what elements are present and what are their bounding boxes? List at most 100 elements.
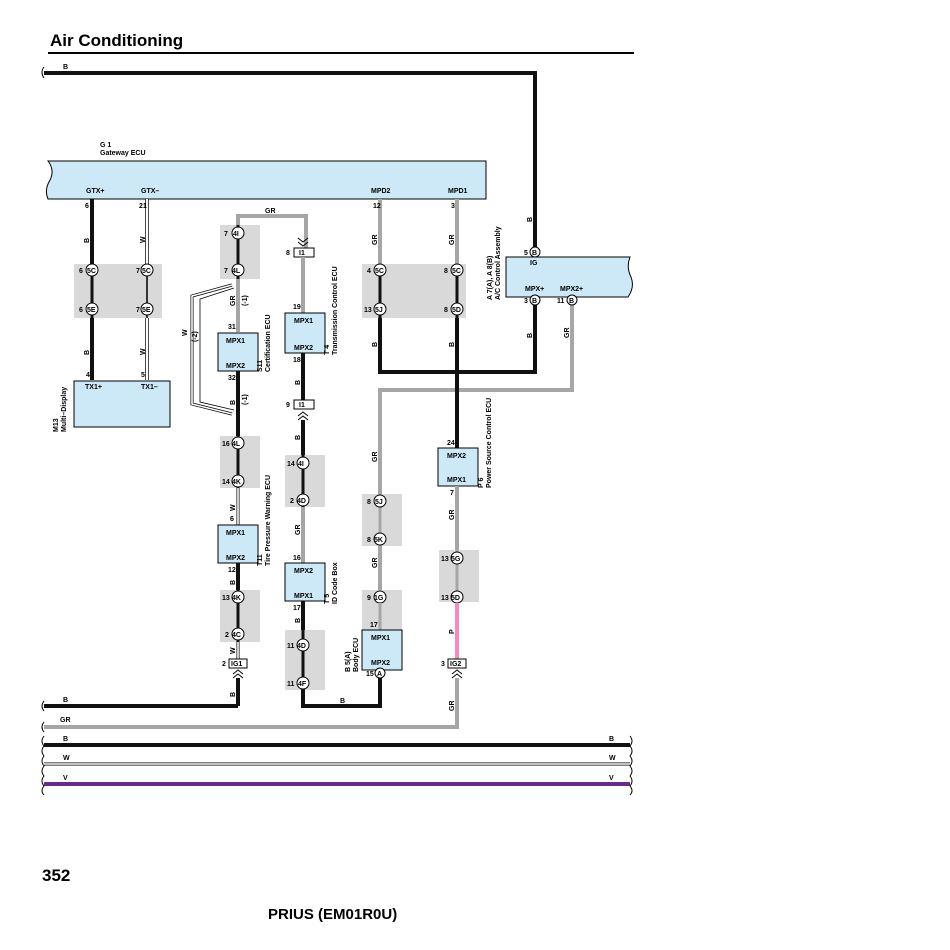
- svg-text:8: 8: [444, 268, 448, 275]
- ac-pin-ig: IG: [530, 260, 538, 267]
- svg-text:2: 2: [225, 632, 229, 639]
- ac-pin-mpx-plus: MPX+: [525, 286, 544, 293]
- transmission-ecu-code: T 4: [324, 345, 331, 355]
- gateway-ecu-box: [45, 160, 487, 200]
- t4-pin-mpx2: MPX2: [294, 345, 313, 352]
- id-code-box: [284, 562, 326, 602]
- svg-text:B: B: [84, 238, 91, 243]
- svg-text:IG1: IG1: [231, 661, 242, 668]
- svg-text:I1: I1: [299, 402, 305, 409]
- svg-text:IG2: IG2: [450, 661, 461, 668]
- id-code-box-label: ID Code Box: [332, 562, 339, 604]
- svg-text:12: 12: [228, 567, 236, 574]
- svg-text:B: B: [532, 298, 537, 305]
- svg-text:5C: 5C: [142, 268, 151, 275]
- svg-text:B: B: [609, 736, 614, 743]
- s11-pin-mpx2: MPX2: [226, 363, 245, 370]
- pin-gtx-minus: GTX–: [141, 188, 159, 195]
- t11-pin-mpx1: MPX1: [226, 530, 245, 537]
- svg-text:21: 21: [139, 203, 147, 210]
- svg-text:B: B: [532, 250, 537, 257]
- svg-text:13: 13: [222, 595, 230, 602]
- ac-control-box: [505, 256, 633, 298]
- svg-text:W: W: [63, 755, 70, 762]
- svg-text:5E: 5E: [142, 307, 151, 314]
- svg-text:B: B: [527, 333, 534, 338]
- s11-pin-mpx1: MPX1: [226, 338, 245, 345]
- t11-pin-mpx2: MPX2: [226, 555, 245, 562]
- svg-text:3: 3: [441, 661, 445, 668]
- p6-pin-mpx1: MPX1: [447, 477, 466, 484]
- svg-text:4L: 4L: [232, 441, 241, 448]
- svg-text:2: 2: [222, 661, 226, 668]
- svg-text:4D: 4D: [297, 498, 306, 505]
- svg-text:8: 8: [367, 537, 371, 544]
- svg-text:11: 11: [557, 298, 565, 305]
- svg-text:B: B: [230, 580, 237, 585]
- svg-text:5D: 5D: [451, 595, 460, 602]
- svg-text:16: 16: [293, 555, 301, 562]
- svg-text:5C: 5C: [87, 268, 96, 275]
- svg-text:17: 17: [370, 622, 378, 629]
- svg-text:B: B: [84, 350, 91, 355]
- svg-text:7: 7: [136, 307, 140, 314]
- svg-text:B: B: [295, 380, 302, 385]
- svg-text:7: 7: [450, 490, 454, 497]
- svg-text:5J: 5J: [375, 307, 383, 314]
- svg-text:(-1): (-1): [242, 295, 249, 306]
- svg-text:W: W: [140, 348, 147, 355]
- svg-text:B: B: [63, 64, 68, 71]
- svg-text:GR: GR: [449, 701, 456, 712]
- svg-text:4F: 4F: [298, 681, 307, 688]
- svg-text:31: 31: [228, 324, 236, 331]
- svg-text:B: B: [63, 697, 68, 704]
- svg-text:14: 14: [287, 461, 295, 468]
- svg-text:W: W: [182, 329, 189, 336]
- svg-text:B: B: [230, 692, 237, 697]
- svg-text:GR: GR: [372, 452, 379, 463]
- b5-pin-mpx2: MPX2: [371, 660, 390, 667]
- svg-text:B: B: [527, 217, 534, 222]
- p6-pin-mpx2: MPX2: [447, 453, 466, 460]
- svg-text:5D: 5D: [452, 307, 461, 314]
- svg-text:B: B: [569, 298, 574, 305]
- svg-text:B: B: [449, 342, 456, 347]
- svg-text:V: V: [63, 775, 68, 782]
- svg-text:W: W: [140, 236, 147, 243]
- svg-text:GR: GR: [372, 558, 379, 569]
- svg-text:32: 32: [228, 375, 236, 382]
- tire-pressure-ecu-label: Tire Pressure Warning ECU: [265, 475, 272, 566]
- ac-control-label: A/C Control Assembly: [495, 226, 502, 300]
- svg-text:4K: 4K: [232, 595, 241, 602]
- certification-ecu-code: S11: [257, 360, 264, 372]
- svg-text:GR: GR: [449, 235, 456, 246]
- body-ecu-box: [361, 629, 403, 671]
- svg-text:B: B: [372, 342, 379, 347]
- svg-text:I1: I1: [299, 250, 305, 257]
- svg-text:W: W: [230, 504, 237, 511]
- svg-text:B: B: [63, 736, 68, 743]
- transmission-ecu-label: Transmission Control ECU: [332, 266, 339, 355]
- certification-ecu-box: [217, 332, 259, 372]
- svg-text:7: 7: [224, 231, 228, 238]
- t5-pin-mpx1: MPX1: [294, 593, 313, 600]
- svg-text:(-1): (-1): [242, 394, 249, 405]
- svg-text:3: 3: [451, 203, 455, 210]
- svg-text:2: 2: [290, 498, 294, 505]
- pin-mpd1: MPD1: [448, 188, 468, 195]
- body-ecu-label: Body ECU: [353, 638, 360, 672]
- svg-text:4D: 4D: [297, 643, 306, 650]
- model-code: PRIUS (EM01R0U): [268, 906, 398, 923]
- svg-text:B: B: [295, 618, 302, 623]
- svg-text:B: B: [295, 435, 302, 440]
- gateway-ecu-label: Gateway ECU: [100, 150, 146, 157]
- svg-text:3: 3: [524, 298, 528, 305]
- svg-text:6: 6: [79, 268, 83, 275]
- svg-text:8: 8: [367, 499, 371, 506]
- svg-text:5C: 5C: [375, 268, 384, 275]
- svg-text:GR: GR: [265, 208, 276, 215]
- svg-text:V: V: [609, 775, 614, 782]
- svg-text:9: 9: [286, 402, 290, 409]
- svg-text:7: 7: [224, 268, 228, 275]
